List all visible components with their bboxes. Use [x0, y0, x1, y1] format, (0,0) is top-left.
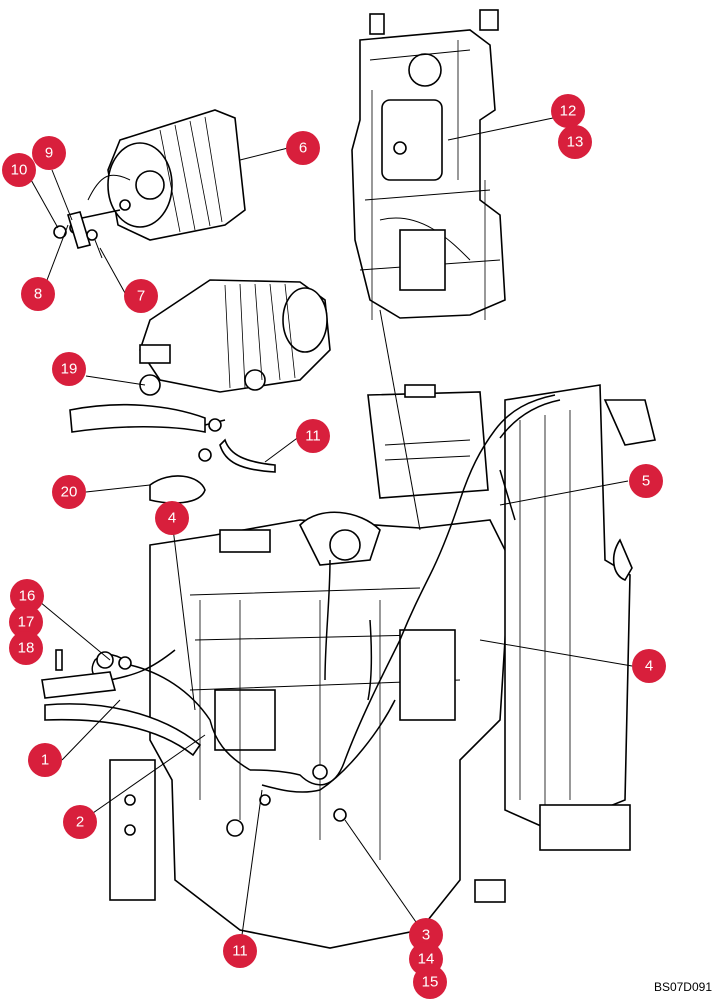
callout-19: 19	[52, 352, 86, 386]
callout-7: 7	[124, 279, 158, 313]
svg-text:13: 13	[567, 134, 584, 151]
svg-text:16: 16	[19, 588, 36, 605]
svg-text:19: 19	[61, 361, 78, 378]
leader-lines	[29, 117, 633, 936]
callouts: 1 2 3 4 4 5 6 7	[2, 94, 666, 999]
svg-text:14: 14	[418, 951, 435, 968]
svg-text:12: 12	[560, 103, 577, 120]
engine-block	[109, 511, 511, 949]
svg-text:11: 11	[232, 943, 248, 960]
svg-text:20: 20	[61, 484, 78, 501]
svg-text:4: 4	[645, 658, 653, 675]
figure-reference-code: BS07D091	[653, 980, 712, 994]
radiator	[474, 384, 656, 903]
svg-text:2: 2	[76, 814, 84, 831]
svg-text:6: 6	[299, 140, 307, 157]
callout-3: 3	[409, 918, 443, 952]
callout-15: 15	[413, 965, 447, 999]
callout-11-lower: 11	[223, 934, 257, 968]
callout-5: 5	[629, 464, 663, 498]
svg-text:5: 5	[642, 473, 650, 490]
wiring-harness	[41, 394, 561, 793]
callout-11-upper: 11	[296, 419, 330, 453]
cable-bracket	[367, 384, 489, 499]
alternator	[87, 109, 246, 241]
svg-text:4: 4	[168, 510, 176, 527]
callout-20: 20	[52, 475, 86, 509]
callout-13: 13	[558, 125, 592, 159]
svg-text:15: 15	[422, 974, 439, 991]
callout-1: 1	[28, 743, 62, 777]
svg-text:7: 7	[137, 288, 145, 305]
svg-text:3: 3	[422, 927, 430, 944]
callout-2: 2	[63, 805, 97, 839]
callout-8: 8	[21, 277, 55, 311]
callout-16: 16	[10, 579, 44, 613]
terminal-hardware	[53, 209, 121, 259]
callout-12: 12	[551, 94, 585, 128]
callout-6: 6	[286, 131, 320, 165]
svg-text:17: 17	[18, 614, 35, 631]
svg-text:8: 8	[34, 286, 42, 303]
svg-text:10: 10	[11, 162, 28, 179]
callout-4-right: 4	[632, 649, 666, 683]
callout-4-upper: 4	[155, 501, 189, 535]
svg-text:9: 9	[45, 145, 53, 162]
svg-text:18: 18	[18, 640, 35, 657]
callout-17: 17	[9, 605, 43, 639]
svg-text:11: 11	[305, 428, 321, 445]
callout-18: 18	[9, 631, 43, 665]
inset-engine-detail	[351, 9, 512, 322]
battery-cable-upper	[69, 403, 276, 504]
svg-text:1: 1	[41, 752, 49, 769]
starter-motor	[139, 279, 331, 396]
callout-9: 9	[32, 136, 66, 170]
callout-10: 10	[2, 153, 36, 187]
